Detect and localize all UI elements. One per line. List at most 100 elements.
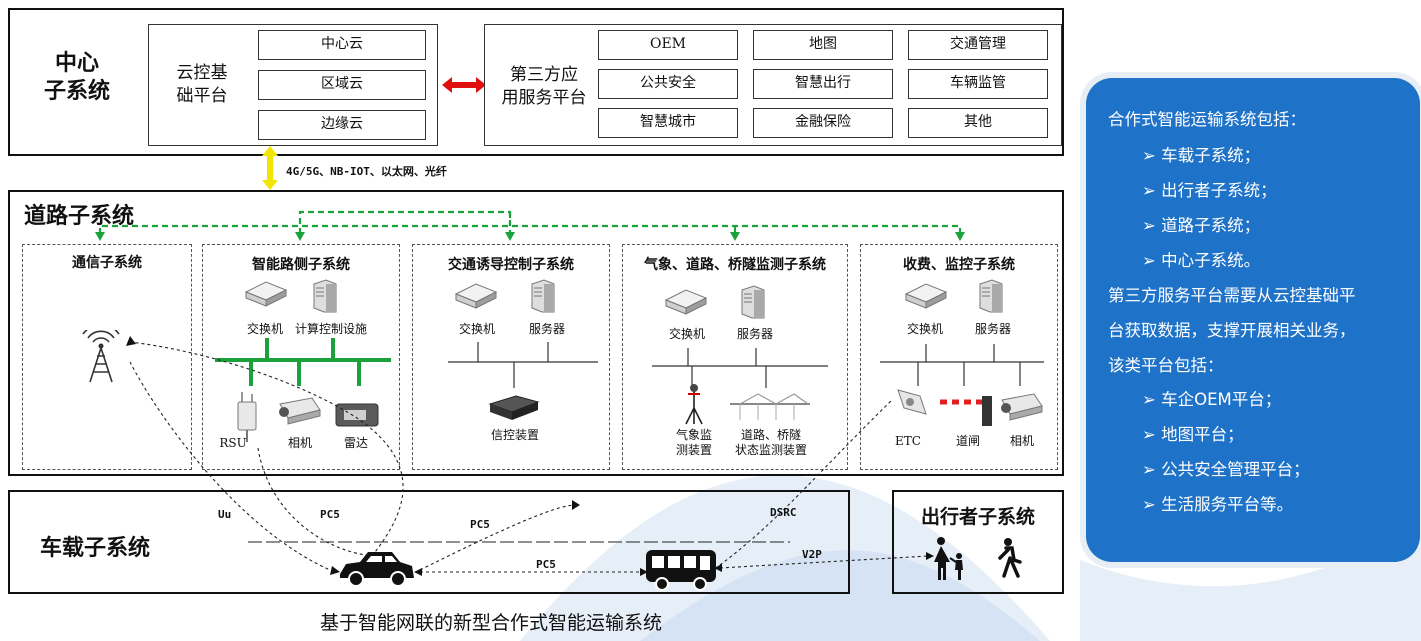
roadside-switch-label: 交换机	[246, 322, 283, 336]
panel-item1-3: ➢ 中心子系统。	[1142, 247, 1260, 271]
server-icon	[313, 279, 337, 313]
weather-device-label: 气象监 测装置	[666, 428, 722, 458]
roadside-subsystem	[202, 244, 400, 470]
center-subsystem-title: 中心 子系统	[22, 50, 132, 106]
toll-subsystem-title: 收费、监控子系统	[903, 257, 1015, 273]
weather-device-line1: 气象监	[675, 428, 712, 442]
guide-server-label: 服务器	[528, 322, 565, 336]
guide-switch-label: 交换机	[458, 322, 495, 336]
panel-item-text: 车企OEM平台；	[1161, 390, 1282, 409]
guide-bus-line	[448, 342, 598, 388]
cloud-center: 中心云	[258, 30, 426, 60]
cloud-edge: 边缘云	[258, 110, 426, 140]
green-dashed-links	[95, 210, 965, 241]
etc-reader-icon	[897, 389, 927, 415]
panel-intro: 合作式智能运输系统包括：	[1108, 110, 1306, 129]
arrow-bullet-icon: ➢	[1142, 425, 1162, 444]
bridge-device-label: 道路、桥隧 状态监测装置	[726, 428, 816, 458]
switch-icon	[664, 289, 708, 315]
arrow-bullet-icon: ➢	[1142, 146, 1162, 165]
panel-item-text: 车载子系统；	[1161, 146, 1261, 165]
panel-para2-line2: 台获取数据，支撑开展相关业务，	[1108, 321, 1356, 340]
arrow-bullet-icon: ➢	[1142, 216, 1162, 235]
arrow-bullet-icon: ➢	[1142, 390, 1162, 409]
weather-subsystem	[622, 244, 848, 470]
switch-icon	[904, 283, 948, 309]
traveler-subsystem-title: 出行者子系统	[920, 506, 1035, 528]
panel-para2-line3: 该类平台包括：	[1108, 356, 1224, 375]
panel-item1-0: ➢ 车载子系统；	[1142, 142, 1260, 166]
server-icon	[741, 285, 765, 319]
panel-para2-line1: 第三方服务平台需要从云控基础平	[1108, 286, 1356, 305]
bridge-device-line2: 状态监测装置	[734, 443, 807, 457]
signal-controller-icon	[488, 395, 540, 420]
weather-device-line2: 测装置	[675, 443, 712, 457]
service-traffic-mgmt: 交通管理	[908, 30, 1048, 60]
third-party-line2: 用服务平台	[501, 88, 587, 108]
antenna-tower-icon	[82, 330, 120, 383]
service-vehicle-supervision: 车辆监管	[908, 69, 1048, 99]
etc-label: ETC	[895, 434, 921, 448]
road-subsystem-title: 道路子系统	[24, 204, 135, 229]
radar-icon	[335, 403, 379, 427]
radar-label: 雷达	[343, 436, 368, 450]
camera-icon	[1001, 393, 1043, 421]
arrow-bullet-icon: ➢	[1142, 251, 1162, 270]
arrow-bullet-icon: ➢	[1142, 460, 1162, 479]
red-double-arrow-icon	[442, 77, 486, 93]
panel-item-text: 地图平台；	[1161, 425, 1244, 444]
center-title-line2: 子系统	[43, 79, 110, 104]
panel-item-text: 出行者子系统；	[1161, 181, 1277, 200]
pedestrian-walking-icon	[998, 538, 1022, 578]
toll-switch-label: 交换机	[906, 322, 943, 336]
traveler-subsystem	[892, 490, 1064, 594]
camera-icon	[279, 397, 321, 425]
toll-subsystem	[860, 244, 1058, 470]
weather-station-icon	[685, 384, 703, 425]
panel-item-text: 生活服务平台等。	[1161, 495, 1294, 514]
dsrc-label: DSRC	[770, 506, 797, 519]
arrow-bullet-icon: ➢	[1142, 495, 1162, 514]
third-party-platform-label: 第三方应 用服务平台	[492, 64, 596, 110]
service-smart-travel: 智慧出行	[753, 69, 893, 99]
guide-subsystem	[412, 244, 610, 470]
vehicle-subsystem	[8, 490, 850, 594]
service-oem: OEM	[598, 30, 738, 60]
comm-subsystem-title: 通信子系统	[72, 255, 142, 271]
panel-item-text: 公共安全管理平台；	[1161, 460, 1310, 479]
uu-label: Uu	[218, 508, 232, 521]
pedestrian-family-icon	[934, 537, 963, 580]
center-title-line1: 中心	[54, 51, 99, 76]
toll-camera-label: 相机	[1009, 434, 1034, 448]
car-icon	[340, 552, 414, 587]
vehicle-subsystem-title: 车载子系统	[40, 536, 151, 561]
info-panel: 合作式智能运输系统包括： ➢ 车载子系统； ➢ 出行者子系统； ➢ 道路子系统；…	[1086, 78, 1420, 562]
cloud-platform-line1: 云控基	[176, 63, 228, 83]
pc5-label-top: PC5	[320, 508, 340, 521]
bridge-device-line1: 道路、桥隧	[740, 428, 801, 442]
panel-item-text: 中心子系统。	[1161, 251, 1261, 270]
toll-bus-line	[880, 344, 1044, 386]
cloud-region: 区域云	[258, 70, 426, 100]
v2x-links	[126, 336, 934, 576]
panel-item1-2: ➢ 道路子系统；	[1142, 212, 1260, 236]
roadside-camera-label: 相机	[287, 436, 312, 450]
road-subsystem	[8, 190, 1064, 476]
cloud-platform-label: 云控基 础平台	[160, 62, 244, 108]
panel-item2-1: ➢ 地图平台；	[1142, 421, 1244, 445]
toll-server-label: 服务器	[974, 322, 1011, 336]
barrier-gate-label: 道闸	[955, 434, 980, 448]
yellow-double-arrow-icon	[262, 146, 278, 190]
panel-item2-0: ➢ 车企OEM平台；	[1142, 386, 1281, 410]
signal-controller-label: 信控装置	[490, 428, 539, 442]
roadside-green-bus	[215, 338, 391, 386]
rsu-label: RSU	[219, 436, 247, 450]
bus-icon	[646, 550, 716, 591]
panel-item1-1: ➢ 出行者子系统；	[1142, 177, 1277, 201]
guide-subsystem-title: 交通诱导控制子系统	[448, 257, 574, 273]
switch-icon	[454, 283, 498, 309]
third-party-line1: 第三方应	[510, 65, 578, 85]
service-smart-city: 智慧城市	[598, 108, 738, 138]
switch-icon	[244, 281, 288, 307]
arrow-bullet-icon: ➢	[1142, 181, 1162, 200]
